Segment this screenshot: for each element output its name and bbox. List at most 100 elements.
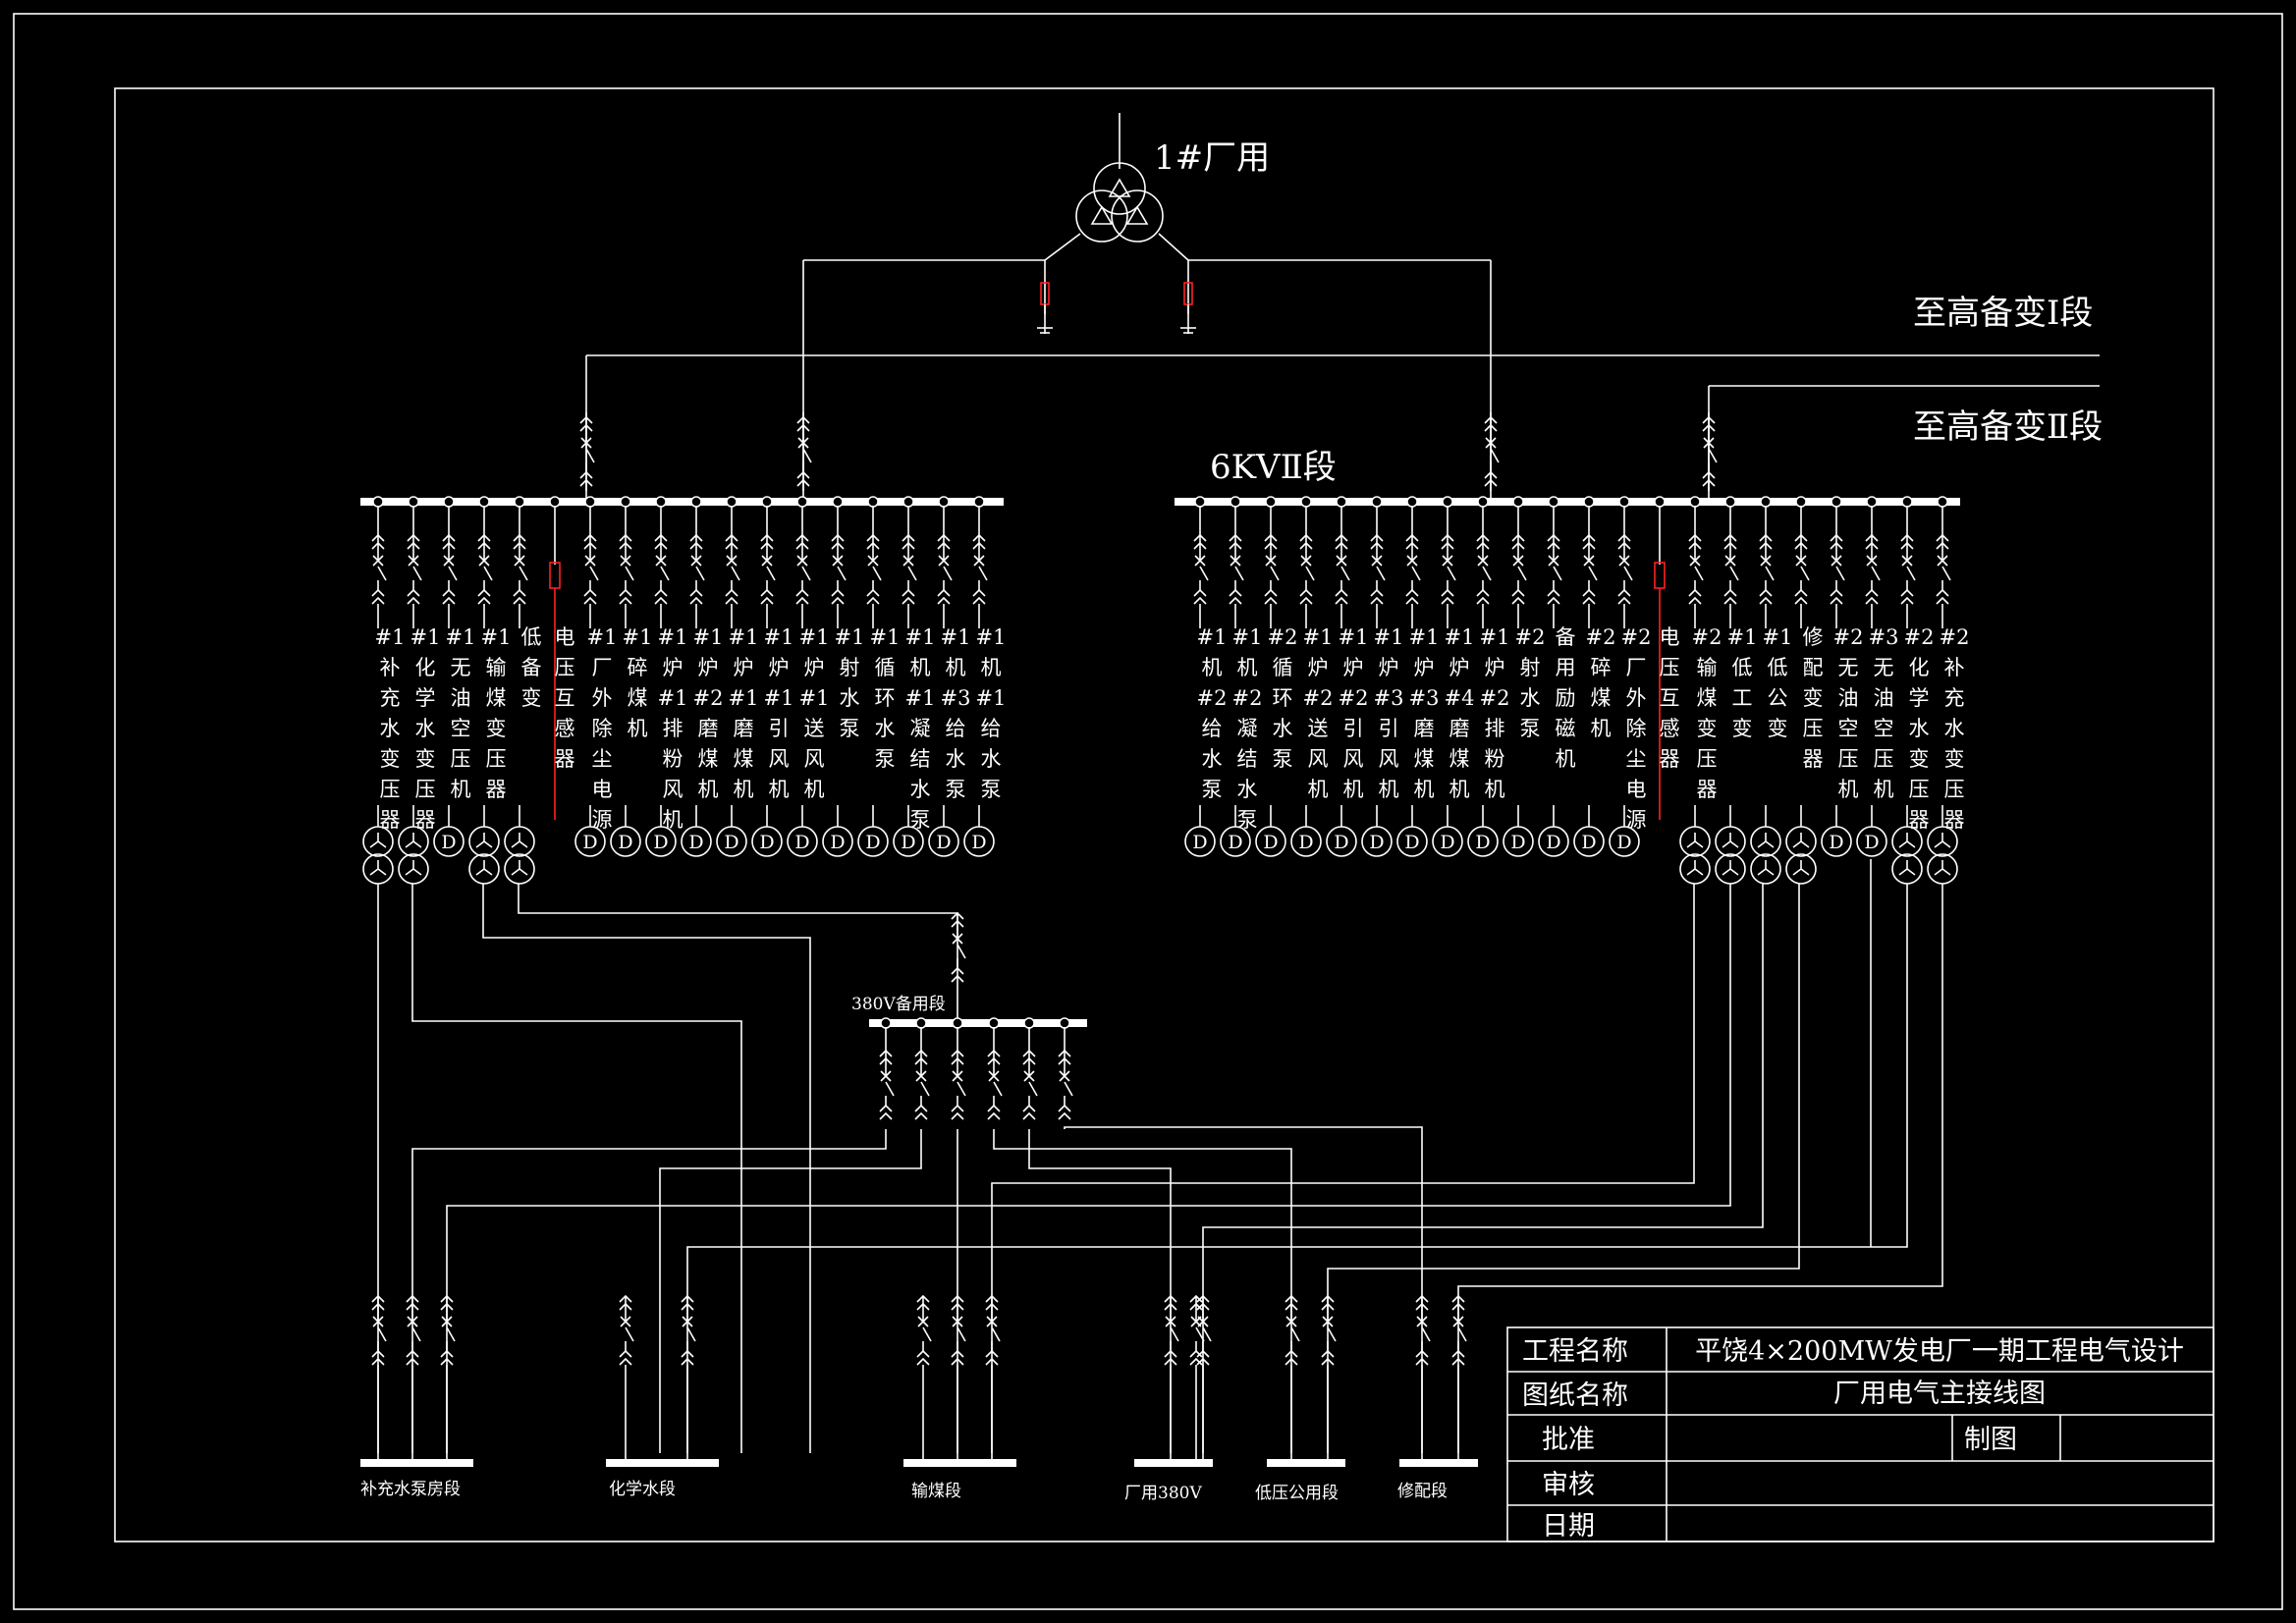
feeder-label-text: #3 [1374,686,1404,710]
feeder-label-text: 磨 [734,717,754,740]
feeders-left: #1补充水变压器#1化学水变压器D#1无油空压机#1输煤变压器低备变电压互感器D… [362,496,1006,885]
svg-text:D: D [1263,832,1278,853]
feeder-label-text: 机 [1838,778,1859,801]
svg-text:D: D [1192,832,1207,853]
feeder-label-text: #2 [1904,625,1935,649]
bus-6kv-section-2 [1175,498,1960,506]
feeder: 低备变 [504,496,542,885]
svg-text:D: D [1864,832,1879,853]
feeder-label-text: 水 [981,747,1002,771]
feeder-label-text: #1 [1763,625,1793,649]
feeder-label-text: 电 [592,778,613,801]
feeder-label-text: 压 [1838,747,1859,771]
transformer-icon [468,826,500,885]
feeder-label-text: 煤 [698,747,719,771]
feeder-label-text: 水 [415,717,436,740]
feeder-label-text: #1 [764,625,794,649]
title-date-label: 日期 [1542,1511,1595,1542]
transformer-icon [1891,826,1923,885]
feeder-label-text: #2 [1586,625,1616,649]
feeder-label-text: 无 [1838,656,1859,679]
feeder-label-text: 泵 [1202,778,1223,801]
feeder-label-text: 外 [1626,686,1647,710]
feeder-label-text: 结 [910,747,931,771]
feeder-label-text: #1 [1339,625,1369,649]
feeder-label-text: 磨 [698,717,719,740]
feeder-label-text: 水 [1273,717,1293,740]
feeder-label-text: #1 [1409,625,1440,649]
feeder-label-text: 修 [1803,625,1824,649]
feeder-label-text: 厂 [1626,656,1647,679]
feeder-label-text: 机 [1379,778,1399,801]
feeder-label-text: 变 [1944,747,1965,771]
feeder-label-text: 机 [698,778,719,801]
svg-text:D: D [582,832,597,853]
feeder-label-text: #1 [764,686,794,710]
transformer-icon [1785,826,1817,885]
feeder-label-text: 压 [1909,778,1930,801]
feeder-label-text: 尘 [1626,747,1647,771]
standby-1-label: 至高备变Ⅰ段 [1913,294,2093,333]
feeder-label-text: 机 [1591,717,1612,740]
feeder-label-text: 射 [1520,656,1541,679]
feeder-label-text: 变 [1803,686,1824,710]
svg-text:D: D [1334,832,1348,853]
feeder-label-text: #2 [1621,625,1652,649]
feeder-label-text: 充 [1944,686,1965,710]
feeder-label-text: 磁 [1556,717,1576,740]
feeder-label-text: 泵 [875,747,896,771]
feeder-label-text: 水 [1520,686,1541,710]
feeder-label-text: #2 [1339,686,1369,710]
feeder-label-text: 低 [521,625,542,649]
feeder-label-text: 空 [1874,717,1894,740]
feeder-label-text: 泵 [1237,808,1258,832]
feeder-label-text: 补 [380,656,401,679]
feeder-label-text: #1 [658,625,688,649]
feeder-label-text: #1 [905,625,936,649]
motor-icon [1326,826,1357,857]
feeder-label-text: 水 [380,717,401,740]
feeder-label-text: 压 [1660,656,1680,679]
feeder-label-text: 器 [486,778,507,801]
feeder-label-text: 充 [380,686,401,710]
feeder-label-text: 机 [734,778,754,801]
feeder-label-text: 变 [1732,717,1753,740]
svg-text:D: D [794,832,809,853]
feeder-label-text: 凝 [910,717,931,740]
feeder-label-text: 引 [1379,717,1399,740]
feeder-label-text: #1 [1303,625,1334,649]
feeder-label-text: 油 [451,686,471,710]
feeder-label-text: 粉 [1485,747,1505,771]
feeder-label-text: 机 [1202,656,1223,679]
feeder-label-text: 压 [1874,747,1894,771]
feeder-label-text: #1 [941,625,971,649]
feeder-label-text: 泵 [910,808,931,832]
feeder-label-text: 厂 [592,656,613,679]
feeder-label-text: 工 [1732,686,1753,710]
feeder-label-text: 机 [1414,778,1435,801]
feeder-label-text: #2 [1303,686,1334,710]
bus-makeup-water-pump-house [360,1459,473,1467]
bottom-bus-label-6: 修配段 [1397,1482,1448,1501]
feeder-label-text: 煤 [1591,686,1612,710]
feeder-label-text: 器 [1944,808,1965,832]
feeder-label-text: 外 [592,686,613,710]
transformer-icon [1715,826,1746,885]
feeder-label-text: 炉 [1343,656,1364,679]
feeder-label-text: #1 [410,625,441,649]
feeder-label-text: #1 [1480,625,1510,649]
bus-chemical-water [606,1459,719,1467]
feeder-label-text: #2 [1232,686,1263,710]
feeder-label-text: 给 [1202,717,1223,740]
